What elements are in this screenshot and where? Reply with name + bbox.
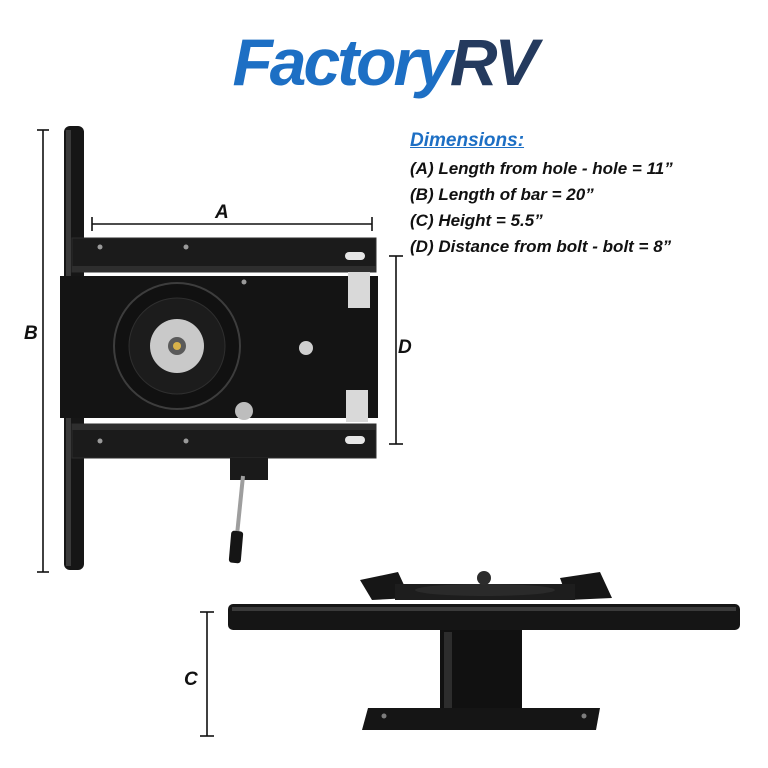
base-hole (381, 713, 387, 719)
plate-bolt (235, 402, 253, 420)
pedestal-base (362, 708, 600, 730)
dimension-c-text: (C) Height = 5.5” (410, 211, 543, 230)
top-view (60, 126, 378, 570)
spec-label-sticker (348, 272, 370, 308)
rail-hole (97, 244, 103, 250)
pedestal-post-highlight (444, 632, 452, 708)
label-b: B (24, 323, 38, 344)
center-bolt-washer (173, 342, 181, 350)
release-bracket (230, 458, 268, 480)
pedestal-post (440, 630, 522, 710)
label-a: A (215, 202, 229, 223)
dimension-d-text: (D) Distance from bolt - bolt = 8” (410, 237, 672, 256)
plate-hole (299, 341, 313, 355)
label-c: C (184, 669, 198, 690)
bottom-rail-edge (72, 424, 376, 430)
dimensions-panel: Dimensions: (A) Length from hole - hole … (410, 128, 760, 260)
plate-hole-small (241, 279, 247, 285)
rail-hole (183, 438, 189, 444)
label-d: D (398, 337, 412, 358)
brand-logo: FactoryRV (0, 22, 768, 102)
side-center-bolt (477, 571, 491, 585)
dimension-a-text: (A) Length from hole - hole = 11” (410, 159, 673, 178)
rail-slot-top (345, 252, 365, 260)
rail-hole (97, 438, 103, 444)
logo-text-factory: Factory (232, 25, 452, 99)
dimensions-heading: Dimensions: (410, 130, 525, 151)
side-view (228, 571, 740, 730)
dimension-b-text: (B) Length of bar = 20” (410, 185, 594, 204)
rail-hole (183, 244, 189, 250)
dimension-lines (37, 129, 403, 737)
release-lever (235, 475, 245, 536)
top-rail-edge (72, 266, 376, 272)
rail-slot-bottom (345, 436, 365, 444)
lever-grip (228, 530, 244, 564)
logo-text-rv: RV (449, 25, 539, 99)
base-hole (581, 713, 587, 719)
warning-label-sticker (346, 390, 368, 422)
side-crossbar-highlight (232, 607, 736, 611)
side-swivel-disc (415, 584, 555, 596)
